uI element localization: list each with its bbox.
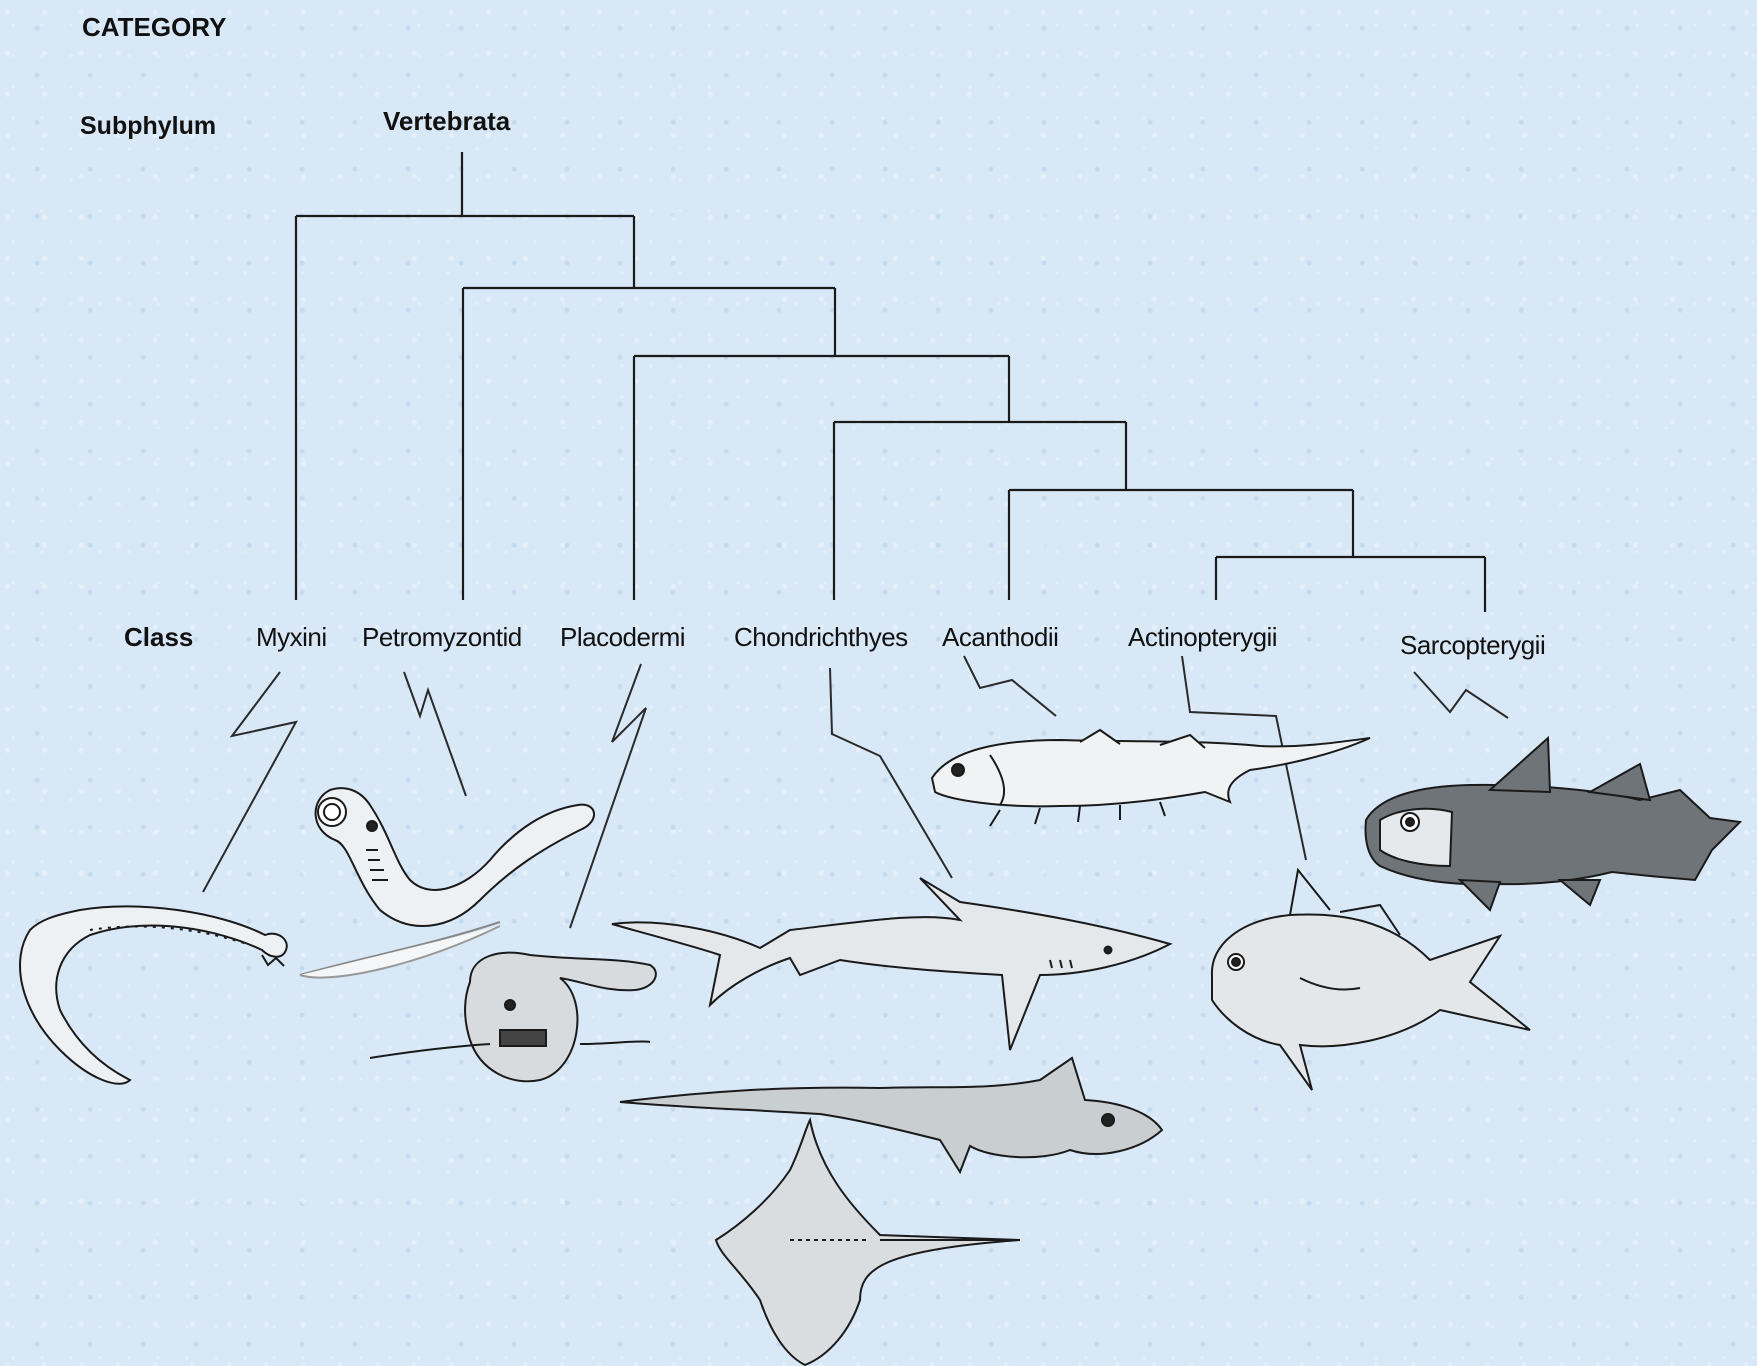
branch-node-6 <box>1216 557 1485 612</box>
branch-node-5 <box>1009 490 1353 600</box>
tree-branches <box>296 152 1485 612</box>
ray-icon <box>716 1120 1020 1365</box>
branch-node-2 <box>463 288 835 600</box>
leader-acanthodii <box>964 656 1056 716</box>
leader-sarcopterygii <box>1414 672 1508 718</box>
leader-petromyzontid <box>404 672 466 796</box>
chimaera-icon <box>620 1058 1162 1172</box>
acanthodian-icon <box>932 730 1370 826</box>
coelacanth-icon <box>1366 738 1740 910</box>
branch-node-4 <box>834 422 1126 600</box>
placoderm-icon <box>370 953 656 1082</box>
branch-node-1 <box>296 216 634 600</box>
branch-node-3 <box>634 356 1009 600</box>
leader-placodermi <box>570 664 646 928</box>
hagfish-icon <box>20 906 287 1083</box>
shark-ray-chimaera-icon <box>612 878 1170 1050</box>
lamprey-icon <box>300 788 594 977</box>
leader-chondrichthyes <box>830 668 952 878</box>
leader-myxini <box>203 672 296 892</box>
